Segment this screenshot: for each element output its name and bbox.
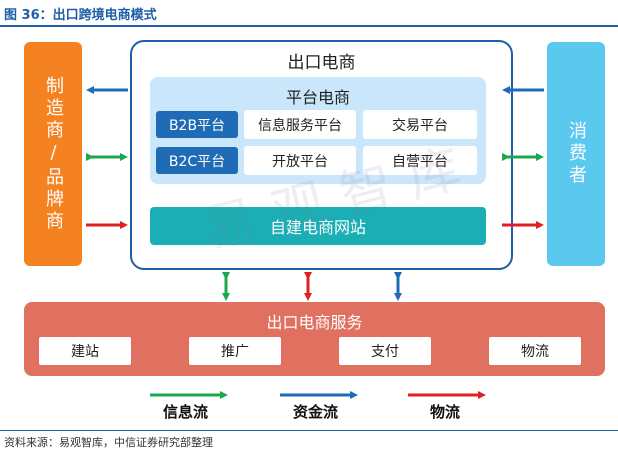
trading-platform: 交易平台 [363,110,477,139]
manufacturer-box: 制造商/品牌商 [24,42,82,266]
manufacturer-label: 制造商/品牌商 [43,75,64,233]
info-service-platform: 信息服务平台 [244,110,356,139]
service-logistics: 物流 [489,337,581,365]
consumer-box: 消费者 [547,42,605,266]
legend-info-flow-label: 信息流 [163,403,209,421]
legend-logistics-flow-label: 物流 [430,403,461,421]
export-ecommerce-title: 出口电商 [287,53,356,73]
service-site-building: 建站 [39,337,131,365]
footer-divider [0,430,618,431]
export-services-title: 出口电商服务 [266,313,363,332]
service-promotion: 推广 [189,337,281,365]
open-platform: 开放平台 [244,146,356,175]
consumer-label: 消费者 [566,121,587,187]
figure-title: 图 36：出口跨境电商模式 [4,8,157,23]
self-built-site: 自建电商网站 [150,207,486,245]
b2b-platform-tag: B2B平台 [156,111,238,138]
legend-capital-flow-label: 资金流 [293,403,339,421]
source-note: 资料来源：易观智库，中信证券研究部整理 [4,436,213,449]
self-operated-platform: 自营平台 [363,146,477,175]
service-payment: 支付 [339,337,431,365]
platform-ecommerce-title: 平台电商 [285,88,350,107]
title-divider [0,25,618,27]
b2c-platform-tag: B2C平台 [156,147,238,174]
